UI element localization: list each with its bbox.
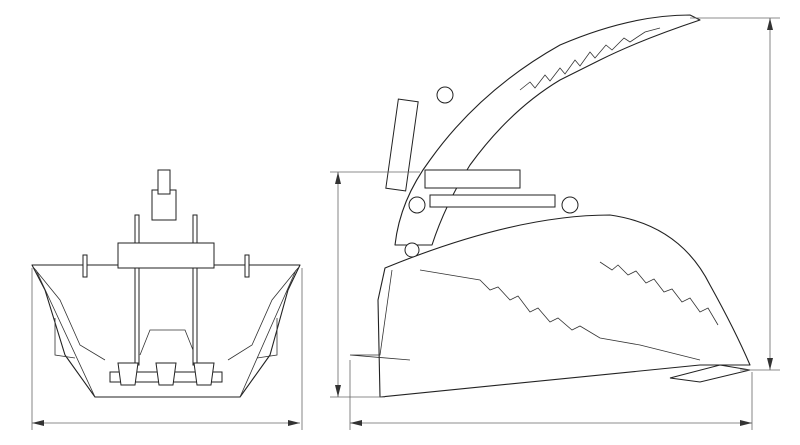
- right-ear: [244, 254, 250, 278]
- arrow-left-side: [350, 420, 362, 426]
- center-hump: [139, 329, 196, 356]
- upper-jaw-teeth: [519, 27, 661, 91]
- pivot-mid: [408, 196, 426, 214]
- lower-jaw-teeth: [419, 261, 719, 361]
- left-ear: [82, 254, 88, 278]
- arrow-right: [288, 420, 300, 426]
- lower-jaw: [377, 214, 751, 398]
- tooth-center: [155, 362, 177, 386]
- right-side-wall: [227, 267, 299, 398]
- crossbar: [117, 242, 215, 269]
- upper-frame: [424, 169, 521, 189]
- tooth-right: [193, 362, 215, 386]
- pivot-top: [436, 86, 454, 104]
- arrow-up: [335, 172, 341, 184]
- front-view: [31, 169, 303, 430]
- right-frame-post: [192, 214, 198, 366]
- arrow-down: [335, 385, 341, 397]
- arrow-up-right: [767, 18, 773, 30]
- side-view: [330, 14, 780, 430]
- arrow-left: [32, 420, 44, 426]
- cylinder: [157, 169, 171, 195]
- tip-tooth: [669, 364, 751, 383]
- pivot-cylinder: [561, 196, 579, 214]
- tooth-left: [117, 362, 139, 386]
- upper-jaw: [394, 14, 701, 246]
- arrow-right-side: [740, 420, 752, 426]
- side-plate: [349, 269, 411, 361]
- hydraulic-cylinder: [429, 194, 556, 208]
- cylinder-mount: [151, 189, 177, 221]
- right-gusset: [256, 318, 278, 359]
- left-gusset: [54, 318, 76, 359]
- left-side-wall: [33, 267, 106, 398]
- arrow-down-right: [767, 358, 773, 370]
- pivot-low: [404, 242, 420, 258]
- mounting-plate: [385, 98, 419, 192]
- left-frame-post: [134, 214, 140, 366]
